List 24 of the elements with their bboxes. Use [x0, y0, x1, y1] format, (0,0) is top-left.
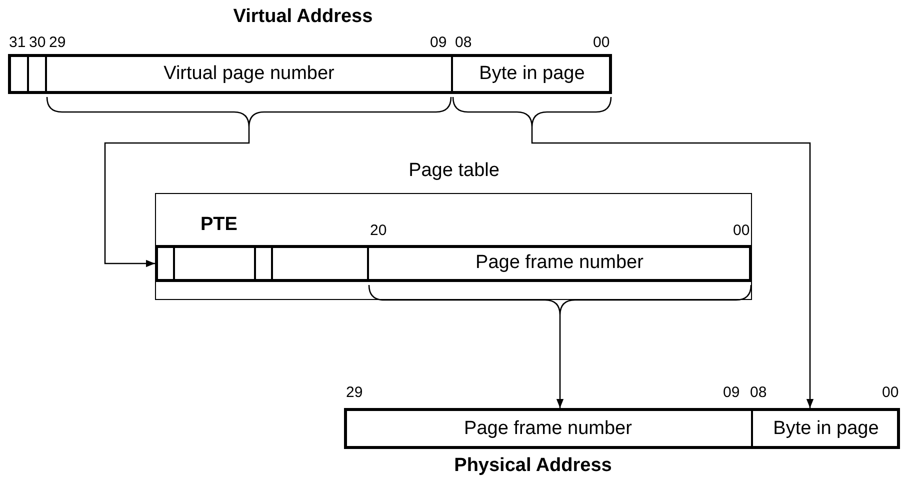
brace-arrow [452, 96, 814, 409]
bit-number: 09 [430, 34, 447, 51]
bit-number: 00 [733, 222, 750, 239]
heading: Physical Address [454, 455, 612, 477]
field-label: Page frame number [464, 418, 632, 440]
field-label: Virtual page number [164, 63, 334, 85]
field-label: Byte in page [479, 63, 585, 85]
bit-number: 30 [29, 34, 46, 51]
bit-number: 08 [455, 34, 472, 51]
bit-field [46, 54, 452, 94]
bit-field [28, 54, 46, 94]
bit-number: 31 [9, 34, 26, 51]
bit-number: 08 [750, 384, 767, 401]
heading: Page table [408, 160, 500, 182]
bit-number: 00 [593, 34, 610, 51]
bit-number: 00 [882, 384, 899, 401]
bit-number: 29 [346, 384, 363, 401]
bit-number: 20 [370, 222, 387, 239]
field-label: Byte in page [773, 418, 879, 440]
field-label: Page frame number [476, 252, 644, 274]
heading: PTE [200, 214, 238, 236]
bit-number: 09 [723, 384, 740, 401]
bit-number: 29 [49, 34, 66, 51]
heading: Virtual Address [233, 6, 373, 28]
